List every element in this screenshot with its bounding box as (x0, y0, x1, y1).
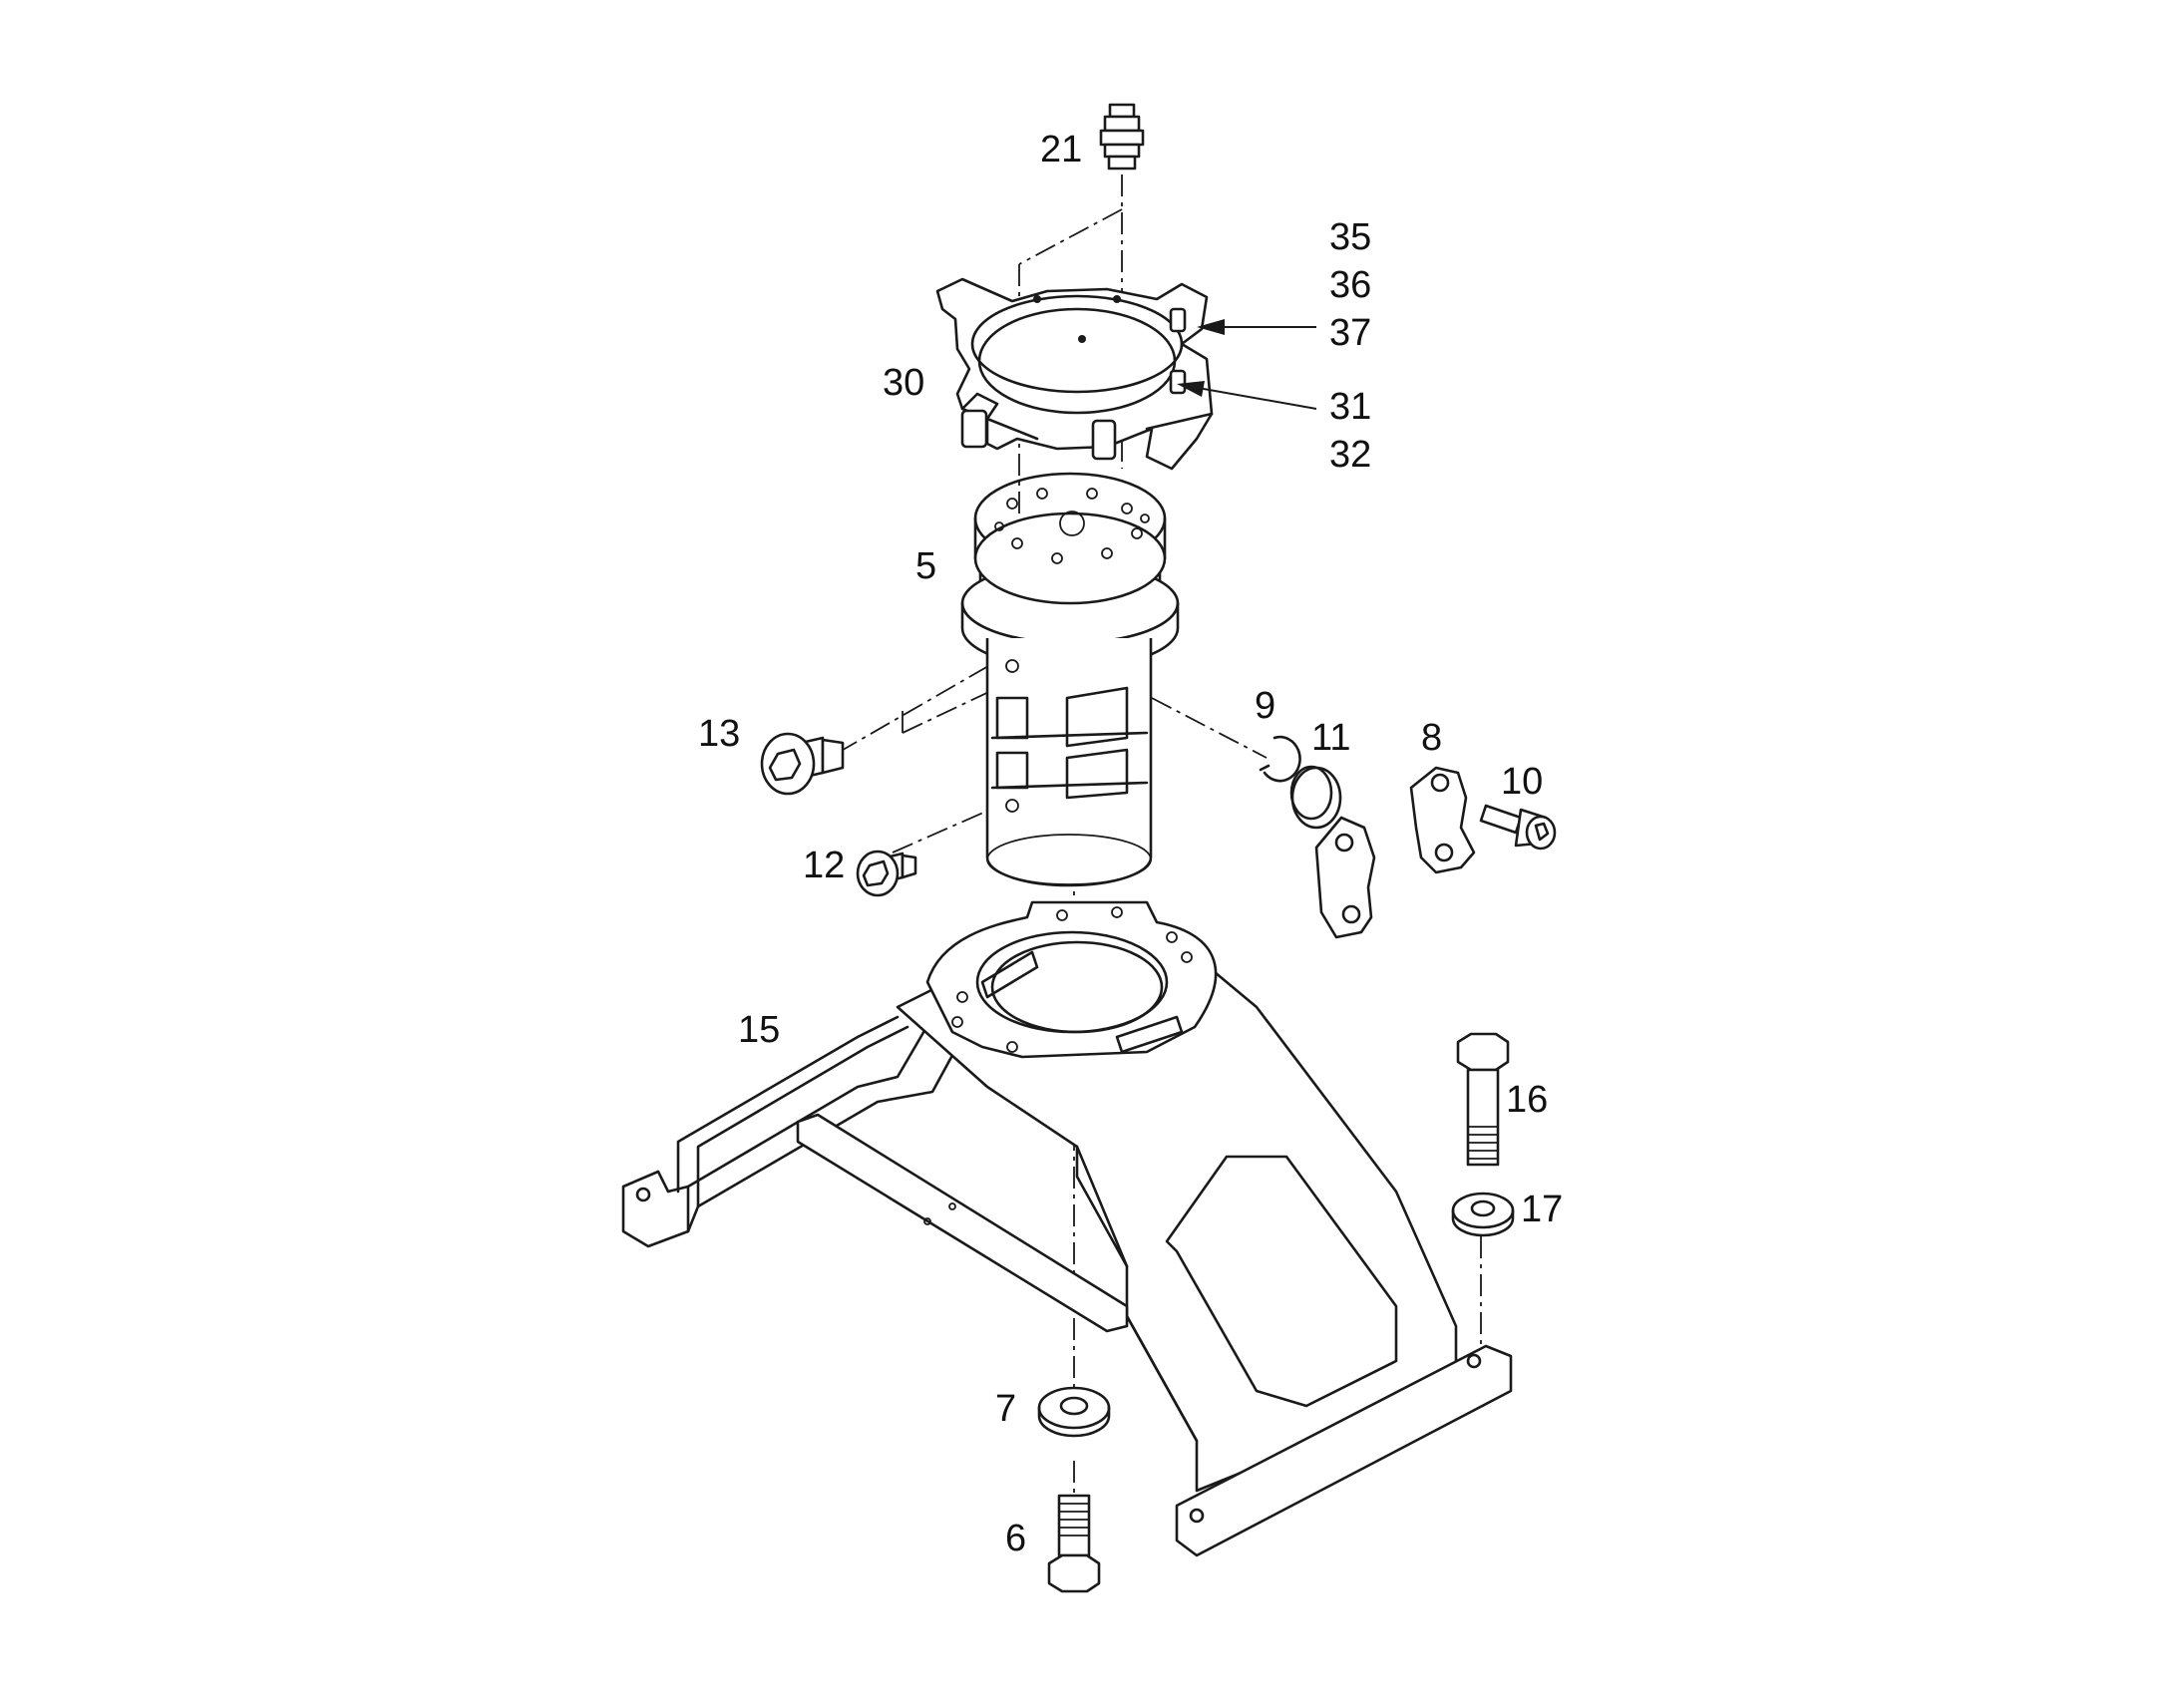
label-part-9: 9 (1255, 685, 1275, 727)
mount-ring (925, 900, 1218, 1059)
callout-labels: 21 35 36 37 30 31 32 5 9 11 8 10 13 12 1… (698, 129, 1563, 1559)
part-12-plug (856, 850, 917, 897)
part-8-clamp-half (1409, 766, 1476, 874)
label-part-11: 11 (1311, 717, 1350, 759)
part-6-hex-bolt (1047, 1494, 1101, 1593)
label-part-10: 10 (1501, 761, 1543, 803)
label-part-7: 7 (995, 1388, 1016, 1430)
label-part-37: 37 (1329, 312, 1371, 354)
label-part-8: 8 (1421, 717, 1442, 759)
part-21-fitting (1099, 103, 1145, 171)
part-10-cap-screw (1479, 804, 1557, 851)
label-part-16: 16 (1506, 1079, 1548, 1121)
part-5-swivel-column (960, 472, 1180, 887)
label-part-32: 32 (1329, 434, 1371, 476)
label-part-31: 31 (1329, 386, 1371, 428)
label-part-5: 5 (915, 545, 936, 587)
label-part-35: 35 (1329, 216, 1371, 258)
label-part-21: 21 (1040, 129, 1082, 171)
part-30-clamp-ring (935, 277, 1214, 471)
part-16-hex-bolt (1456, 1032, 1510, 1167)
label-part-30: 30 (883, 362, 924, 404)
clamp-half-lower (1314, 816, 1376, 939)
part-17-washer (1451, 1192, 1515, 1237)
top-plate-holes (994, 488, 1150, 564)
part-13-plug (760, 732, 845, 796)
label-part-15: 15 (738, 1009, 780, 1051)
part-11-cap (1289, 765, 1342, 830)
part-9-circlip (1259, 735, 1301, 783)
label-part-6: 6 (1005, 1518, 1026, 1559)
label-part-17: 17 (1521, 1189, 1563, 1230)
label-part-13: 13 (698, 713, 740, 755)
label-part-12: 12 (803, 845, 845, 886)
part-7-washer (1037, 1386, 1111, 1438)
label-part-36: 36 (1329, 264, 1371, 306)
part-15-base-frame (621, 900, 1513, 1557)
leader-arrows (1177, 319, 1317, 410)
